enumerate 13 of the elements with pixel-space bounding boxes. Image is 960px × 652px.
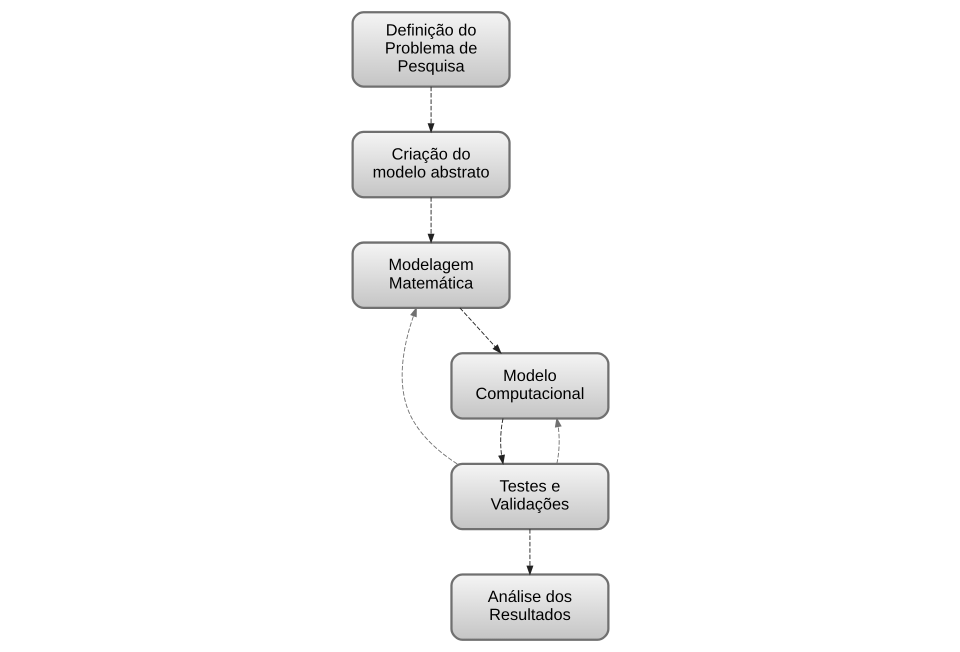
arrow bbox=[554, 417, 562, 464]
arrow bbox=[458, 307, 502, 354]
node-box: Modelo Computacional bbox=[450, 352, 609, 420]
node-box: Modelagem Matemática bbox=[351, 241, 510, 309]
node-box: Testes e Validações bbox=[450, 462, 609, 530]
node-box: Análise dos Resultados bbox=[450, 573, 609, 641]
arrow bbox=[498, 418, 504, 465]
arrow bbox=[427, 196, 434, 244]
arrow bbox=[401, 306, 458, 464]
node-box: Definição do Problema de Pesquisa bbox=[351, 11, 510, 88]
arrow bbox=[526, 528, 533, 576]
node-box: Criação do modelo abstrato bbox=[351, 130, 510, 198]
arrow bbox=[427, 86, 434, 134]
